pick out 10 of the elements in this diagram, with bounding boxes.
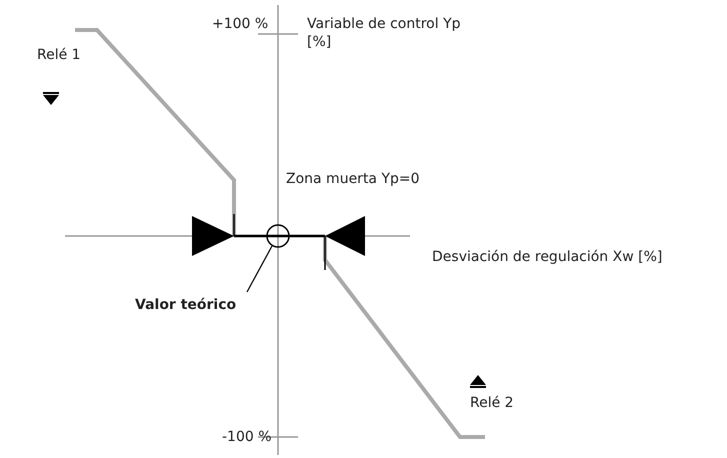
zone-label: Zona muerta Yp=0 [286,170,420,188]
relay-label: Relé 2 [470,394,514,412]
axis-label: -100 % [222,428,272,446]
callout-text: Valor teórico [135,296,236,314]
axis-title: Desviación de regulación Xw [%] [432,248,662,266]
relay-label: Relé 1 [37,46,81,64]
setpoint-circle [266,224,290,248]
axis-label: +100 % [212,15,268,33]
leader-line [246,246,273,292]
axis-title: Variable de control Yp [%] [307,15,462,51]
